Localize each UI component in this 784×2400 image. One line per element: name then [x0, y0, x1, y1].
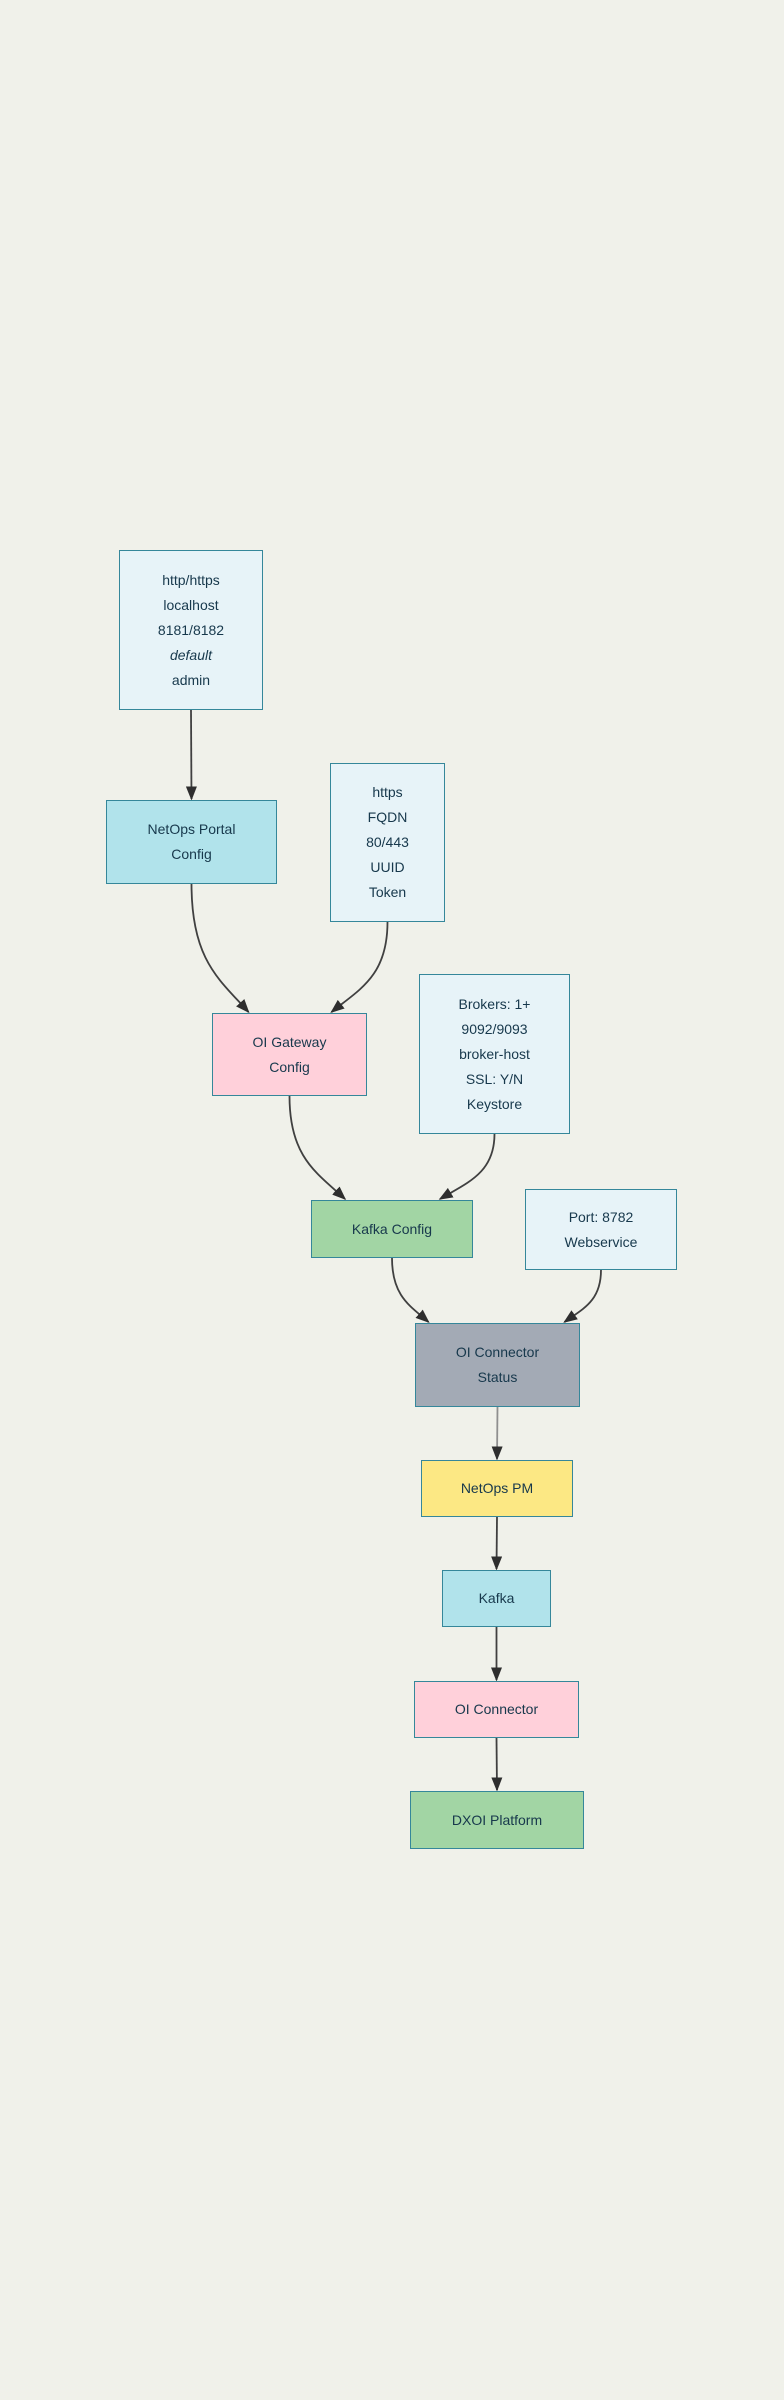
- node-oi-connector-status-line: Status: [477, 1369, 518, 1385]
- node-netops-pm: NetOps PM: [421, 1460, 573, 1517]
- node-brokers-info-line: Keystore: [466, 1095, 523, 1112]
- node-brokers-info-line: SSL: Y/N: [465, 1070, 524, 1087]
- edge-portal-info-to-netops-portal-config: [185, 709, 197, 801]
- edge-netops-portal-config-to-oi-gateway-config: [190, 883, 250, 1014]
- node-brokers-info-line: Brokers: 1+: [458, 995, 531, 1012]
- node-port-info-line: Webservice: [564, 1233, 638, 1250]
- node-port-info-line: Port: 8782: [568, 1208, 634, 1225]
- edge-oi-connector-to-dxoi-platform: [491, 1737, 503, 1792]
- node-oi-connector: OI Connector: [414, 1681, 579, 1738]
- node-portal-info-line: 8181/8182: [157, 621, 225, 638]
- edge-port-info-to-oi-connector-status: [563, 1269, 602, 1323]
- node-kafka-line: Kafka: [478, 1590, 515, 1606]
- node-portal-info-line: http/https: [162, 571, 220, 588]
- node-https-info-line: FQDN: [367, 809, 408, 825]
- edge-kafka-config-to-oi-connector-status: [391, 1257, 430, 1323]
- edge-brokers-info-to-kafka-config: [438, 1133, 496, 1200]
- node-oi-gateway-config-line: Config: [269, 1058, 310, 1075]
- node-brokers-info-line: 9092/9093: [461, 1020, 528, 1037]
- node-netops-pm-line: NetOps PM: [460, 1480, 534, 1496]
- node-brokers-info-line: broker-host: [459, 1045, 530, 1062]
- edge-netops-pm-to-kafka: [491, 1516, 503, 1571]
- node-netops-portal-config-line: NetOps Portal: [147, 821, 236, 837]
- node-https-info-line: https: [372, 784, 403, 800]
- node-https-info-line: Token: [368, 884, 407, 900]
- node-oi-connector-status-line: OI Connector: [455, 1344, 540, 1360]
- node-portal-info-line: default: [169, 646, 213, 663]
- edge-oi-connector-status-to-netops-pm: [491, 1406, 503, 1461]
- edge-https-info-to-oi-gateway-config: [330, 921, 389, 1013]
- node-netops-portal-config-line: Config: [171, 846, 212, 862]
- node-kafka-config: Kafka Config: [311, 1200, 473, 1258]
- node-https-info-line: 80/443: [366, 834, 409, 850]
- edge-oi-gateway-config-to-kafka-config: [288, 1095, 347, 1201]
- node-https-info-line: UUID: [370, 859, 405, 875]
- node-portal-info: http/https localhost 8181/8182 default admin: [119, 550, 263, 710]
- node-dxoi-platform-line: DXOI Platform: [451, 1811, 543, 1828]
- node-oi-connector-line: OI Connector: [454, 1701, 539, 1717]
- node-kafka-config-line: Kafka Config: [351, 1220, 433, 1237]
- node-portal-info-line: localhost: [163, 596, 219, 613]
- node-portal-info-line: admin: [171, 671, 211, 688]
- node-dxoi-platform: DXOI Platform: [410, 1791, 584, 1849]
- node-oi-gateway-config-line: OI Gateway: [252, 1033, 327, 1050]
- node-kafka: Kafka: [442, 1570, 551, 1627]
